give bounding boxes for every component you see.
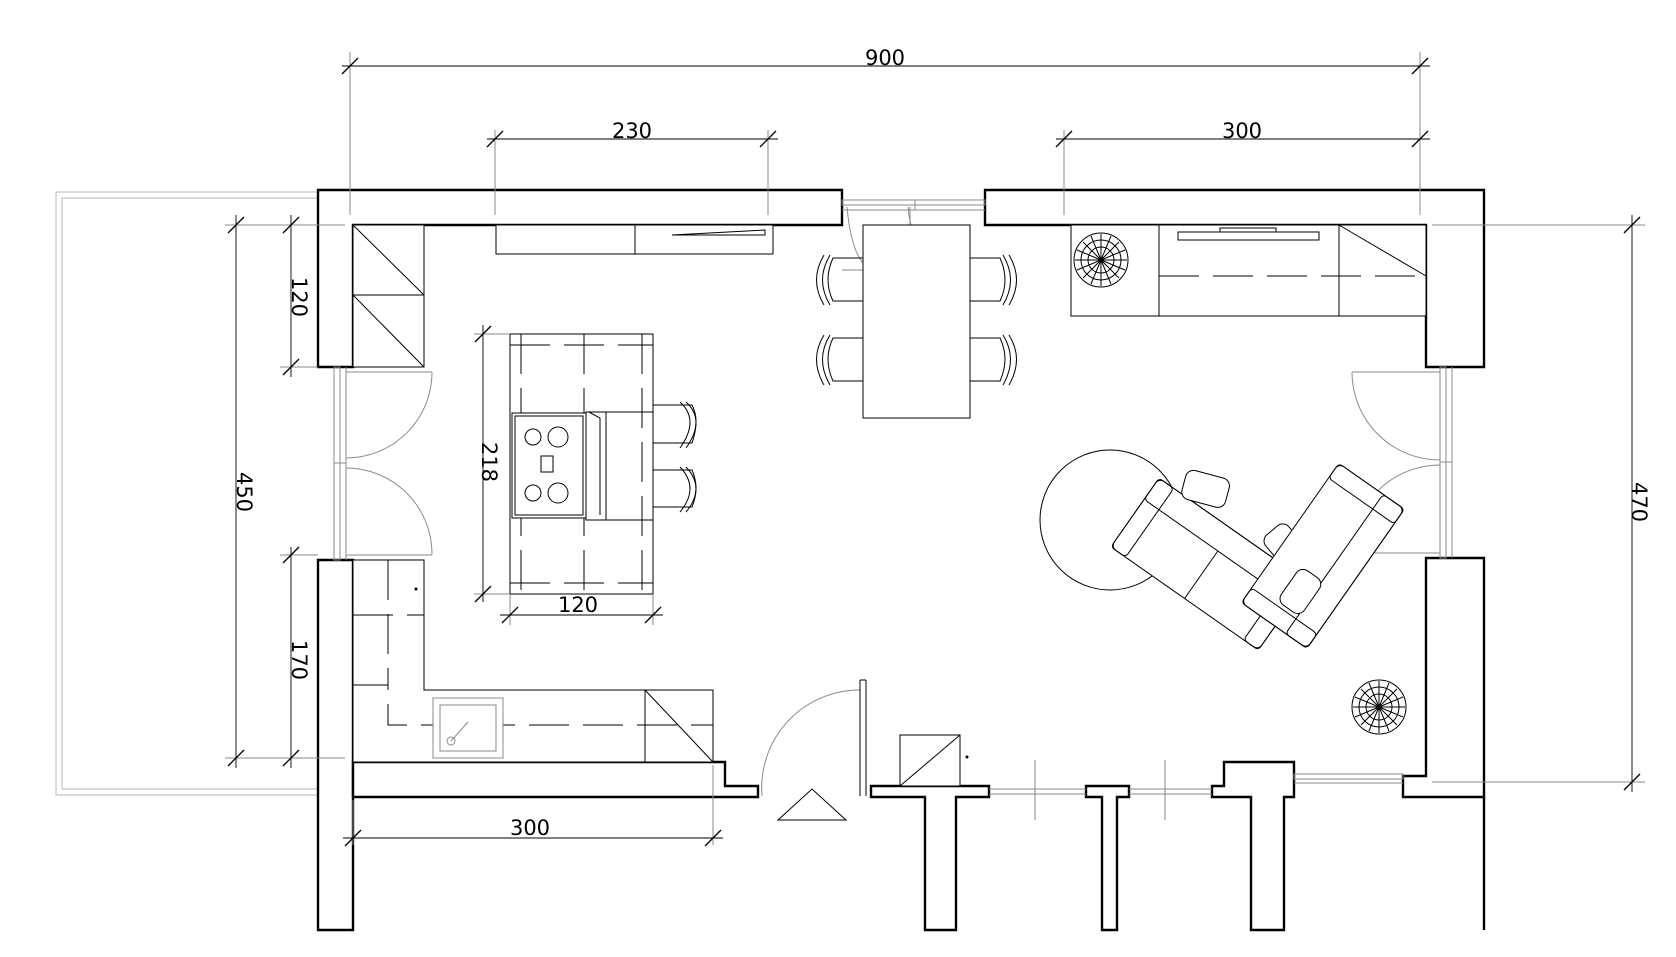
dim-top-left-counter: 230 [612,119,652,143]
wall-bottom-pier-2 [1084,784,1131,932]
plant-icon [1351,679,1407,735]
entrance-items [776,734,969,821]
bar-stools [652,401,697,513]
wall-top-right [983,188,1486,369]
dim-left-total: 450 [232,472,256,512]
wall-bottom-pier-3 [1210,760,1296,932]
kitchen-counters [352,224,774,763]
dim-left-lower: 170 [287,640,311,680]
windows [333,199,1453,820]
living-area [1039,449,1407,735]
triangle-icon [776,788,848,821]
tv-unit [1070,224,1427,317]
sink [432,697,504,759]
plant-icon [1073,232,1129,288]
kitchen-island [509,333,654,595]
dim-right-total: 470 [1627,482,1651,522]
dim-island-width: 120 [558,593,598,617]
dimension-labels: 900 230 300 120 450 170 470 218 120 300 [232,46,1651,840]
wall-bottom-left [351,760,760,799]
dining-table [862,224,971,419]
wall-left-lower [316,558,355,932]
dim-island-depth: 218 [477,442,501,482]
walls [316,188,1486,932]
terrace-outline [55,191,318,796]
dim-bottom-counter: 300 [510,816,550,840]
wall-bottom-pier-1 [869,784,991,932]
cooktop [511,412,587,519]
dimension-lines [225,52,1645,847]
dim-total-width: 900 [865,46,905,70]
dim-left-upper: 120 [287,277,311,317]
dim-top-right-counter: 300 [1222,119,1262,143]
dining-table-set [816,224,1017,419]
wall-right-lower [1401,556,1486,799]
